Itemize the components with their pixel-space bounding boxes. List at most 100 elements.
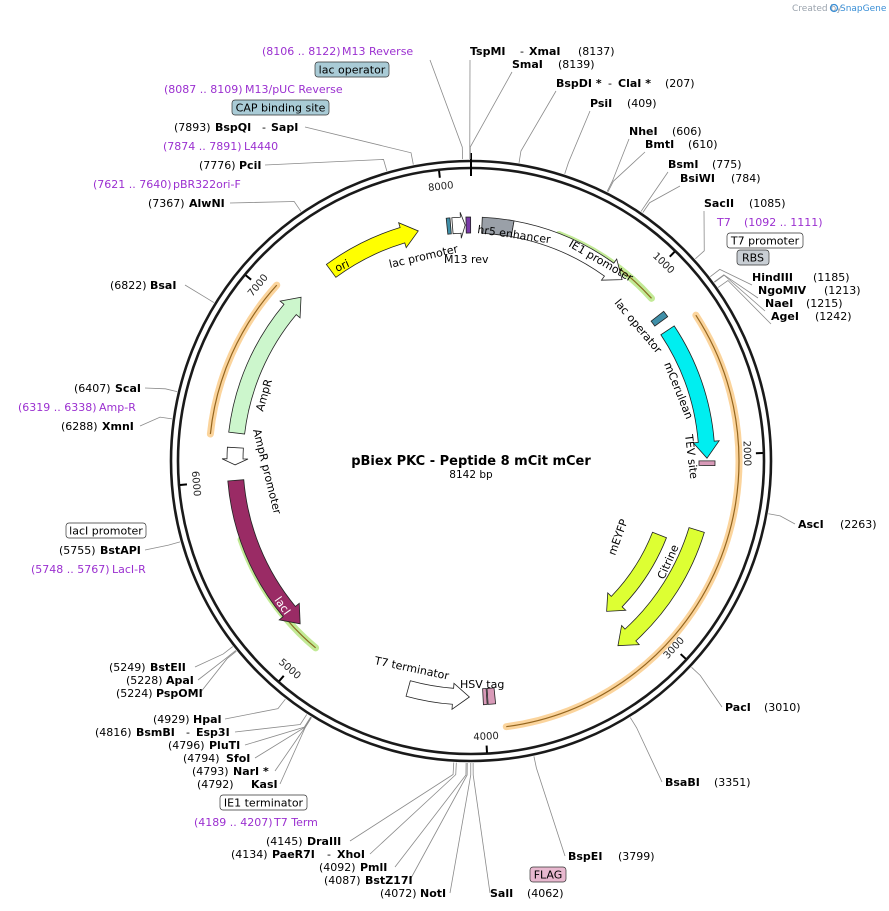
callout-line (629, 717, 663, 783)
enzyme-sfoi[interactable]: (4794) SfoI (183, 752, 250, 765)
enzyme-bspdi-clai[interactable]: BspDI * - ClaI * (207) (556, 77, 695, 90)
svg-text:-: - (520, 45, 524, 58)
scale-tick-label: 8000 (428, 180, 455, 194)
enzyme-bsmi[interactable]: BsmI (775) (668, 158, 742, 171)
box-flag[interactable]: FLAG (529, 866, 567, 883)
enzyme-ngomiv[interactable]: NgoMIV (1213) (758, 284, 861, 297)
svg-text:(4793): (4793) (192, 765, 229, 778)
enzyme-bsai[interactable]: (6822) BsaI (110, 279, 176, 292)
svg-text:FLAG: FLAG (534, 869, 563, 882)
enzyme-scai[interactable]: (6407) ScaI (74, 382, 141, 395)
feature-label-ie1-promoter: IE1 promoter (567, 237, 636, 284)
primer-t7-term[interactable]: (4189 .. 4207) T7 Term (194, 816, 318, 829)
feature-ori (325, 222, 419, 278)
enzyme-bsmbi-esp3i[interactable]: (4816) BsmBI - Esp3I (95, 726, 230, 739)
primer-m13-puc-reverse[interactable]: (8087 .. 8109) M13/pUC Reverse (164, 83, 343, 96)
enzyme-xmni[interactable]: (6288) XmnI (61, 420, 134, 433)
svg-text:(3351): (3351) (714, 776, 751, 789)
svg-text:LacI-R: LacI-R (112, 563, 146, 576)
svg-text:(4062): (4062) (527, 887, 564, 900)
enzyme-bmti[interactable]: BmtI (610) (645, 138, 718, 151)
svg-text:CAP binding site: CAP binding site (236, 102, 326, 115)
enzyme-agei[interactable]: AgeI (1242) (771, 310, 852, 323)
svg-text:(1185): (1185) (813, 271, 850, 284)
box-rbs[interactable]: RBS (736, 249, 770, 266)
box-laci-promoter[interactable]: lacI promoter (65, 522, 147, 539)
enzyme-pmli[interactable]: (4092) PmlI (319, 861, 387, 874)
enzyme-sacii[interactable]: SacII (1085) (704, 197, 786, 210)
enzyme-nari[interactable]: (4793) NarI * (192, 765, 269, 778)
enzyme-nhei[interactable]: NheI (606) (629, 125, 702, 138)
primer-l4440[interactable]: (7874 .. 7891) L4440 (163, 140, 278, 153)
callout-line (194, 646, 233, 668)
svg-text:SacII: SacII (704, 197, 734, 210)
callout-line (607, 151, 646, 193)
svg-text:DraIII: DraIII (307, 835, 341, 848)
enzyme-kasi[interactable]: (4792) KasI (197, 778, 278, 791)
feature-lac-operator-right (650, 310, 669, 327)
svg-text:(8106 .. 8122): (8106 .. 8122) (262, 45, 341, 58)
enzyme-bspei[interactable]: BspEI (3799) (568, 850, 655, 863)
svg-text:(6288): (6288) (61, 420, 98, 433)
svg-text:(4189 .. 4207): (4189 .. 4207) (194, 816, 273, 829)
enzyme-tspmi-xmai[interactable]: TspMI - XmaI (8137) (470, 45, 615, 58)
enzyme-hpai[interactable]: (4929) HpaI (153, 713, 222, 726)
feature-label-ori: ori (333, 257, 351, 275)
primer-pbr322ori-f[interactable]: (7621 .. 7640) pBR322ori-F (93, 178, 241, 191)
enzyme-bsiwi[interactable]: BsiWI (784) (680, 172, 761, 185)
box-lac-operator[interactable]: lac operator (314, 61, 390, 78)
box-cap-binding-site[interactable]: CAP binding site (231, 99, 330, 116)
box-ie1-terminator[interactable]: IE1 terminator (219, 794, 308, 811)
enzyme-pluti[interactable]: (4796) PluTI (168, 739, 240, 752)
enzyme-draiii[interactable]: (4145) DraIII (266, 835, 341, 848)
enzyme-smai[interactable]: SmaI (8139) (512, 58, 595, 71)
enzyme-sali[interactable]: SalI (4062) (490, 887, 564, 900)
enzyme-bsabi[interactable]: BsaBI (3351) (665, 776, 751, 789)
callout-line (606, 138, 630, 192)
svg-text:(7367): (7367) (148, 197, 185, 210)
primer-m13-reverse[interactable]: (8106 .. 8122) M13 Reverse (262, 45, 413, 58)
enzyme-bspqi-sapi[interactable]: (7893) BspQI - SapI (174, 121, 298, 134)
feature-ampr (228, 296, 302, 435)
enzyme-psii[interactable]: PsiI (409) (590, 97, 657, 110)
brand-name: SnapGene (840, 4, 887, 14)
enzyme-asci[interactable]: AscI (2263) (798, 518, 877, 531)
enzyme-alwni[interactable]: (7367) AlwNI (148, 197, 225, 210)
svg-text:(4087): (4087) (324, 874, 361, 887)
svg-text:Amp-R: Amp-R (99, 401, 136, 414)
enzyme-hindiii[interactable]: HindIII (1185) (752, 271, 850, 284)
scale-tick (679, 653, 687, 660)
enzyme-pcii[interactable]: (7776) PciI (199, 159, 261, 172)
primer-amp-r[interactable]: (6319 .. 6338) Amp-R (18, 401, 136, 414)
svg-text:ClaI *: ClaI * (618, 77, 651, 90)
enzyme-bsteii[interactable]: (5249) BstEII (109, 661, 186, 674)
enzyme-bstapi[interactable]: (5755) BstAPI (59, 544, 141, 557)
primer-laci-r[interactable]: (5748 .. 5767) LacI-R (31, 563, 146, 576)
svg-text:T7 promoter: T7 promoter (730, 235, 800, 248)
enzyme-paci[interactable]: PacI (3010) (725, 701, 801, 714)
callout-line (394, 762, 467, 868)
primer-t7[interactable]: T7 (1092 .. 1111) (716, 216, 823, 229)
callout-line (409, 762, 468, 881)
svg-text:pBR322ori-F: pBR322ori-F (173, 178, 241, 191)
feature-label-tev-site: TEV site (682, 433, 700, 480)
svg-text:(3799): (3799) (618, 850, 655, 863)
svg-text:(4796): (4796) (168, 739, 205, 752)
feature-lac-promoter (451, 212, 466, 239)
callout-line (714, 274, 766, 312)
svg-text:(5748 .. 5767): (5748 .. 5767) (31, 563, 110, 576)
enzyme-pspomi[interactable]: (5224) PspOMI (116, 687, 203, 700)
svg-text:-: - (186, 726, 190, 739)
enzyme-apai[interactable]: (5228) ApaI (126, 674, 194, 687)
svg-text:M13/pUC Reverse: M13/pUC Reverse (245, 83, 343, 96)
svg-text:HpaI: HpaI (193, 713, 222, 726)
enzyme-paer7i-xhoi[interactable]: (4134) PaeR7I - XhoI (231, 848, 365, 861)
enzyme-noti[interactable]: (4072) NotI (380, 887, 446, 900)
box-t7-promoter[interactable]: T7 promoter (726, 232, 804, 249)
svg-text:(4134): (4134) (231, 848, 268, 861)
feature-m13-rev (465, 216, 472, 234)
svg-text:TspMI: TspMI (470, 45, 506, 58)
svg-text:BspQI: BspQI (215, 121, 251, 134)
enzyme-bstz17i[interactable]: (4087) BstZ17I (324, 874, 413, 887)
enzyme-naei[interactable]: NaeI (1215) (765, 297, 843, 310)
